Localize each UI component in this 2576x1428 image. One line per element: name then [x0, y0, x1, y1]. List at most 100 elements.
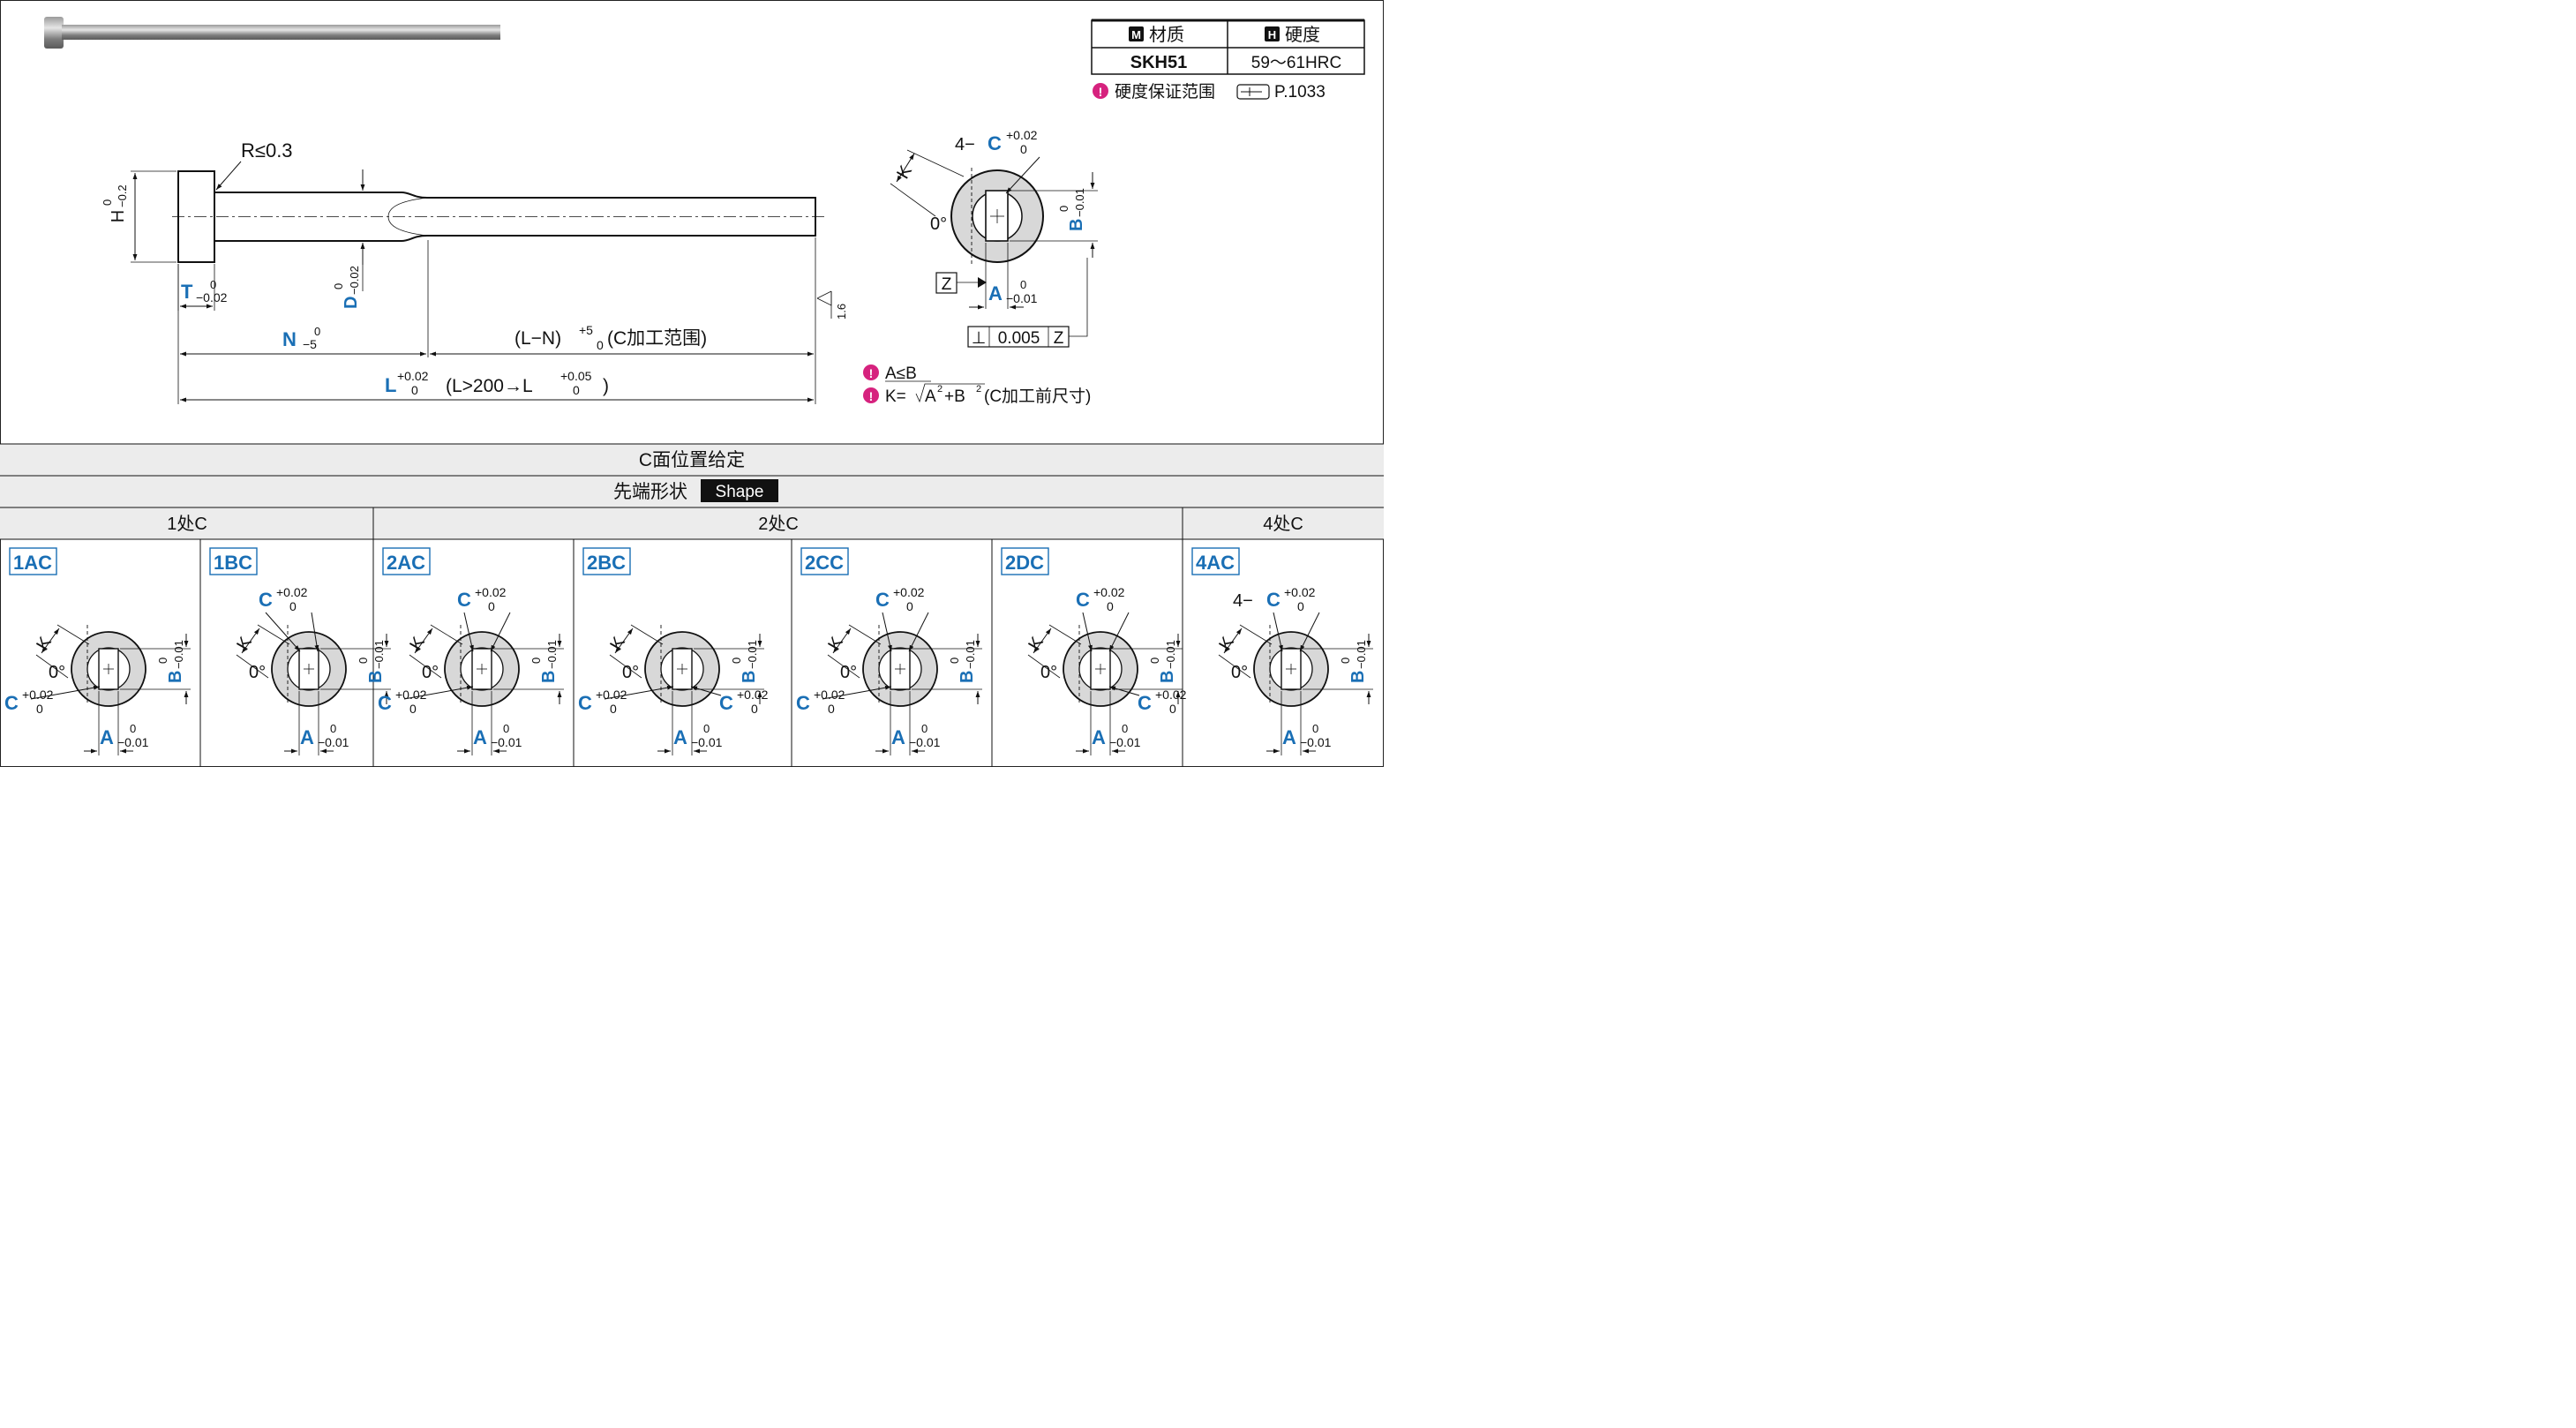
- shape-badge: Shape: [716, 483, 764, 501]
- b-tol-lower: −0.01: [1164, 640, 1177, 669]
- c-tol-upper: +0.02: [596, 688, 627, 702]
- b-label: B: [1348, 671, 1368, 683]
- t-tol-lower: −0.02: [196, 290, 228, 304]
- product-photo: [44, 17, 500, 49]
- b-label: B: [366, 671, 386, 683]
- c-label: C: [259, 589, 273, 611]
- n-tol-lower: −5: [303, 337, 317, 351]
- spec-table: M 材质 H 硬度 SKH51 59～61HRC: [1091, 19, 1365, 75]
- side-view-drawing: R≤0.3 H 0 −0.2 T 0 −0.02 D 0 −0.02: [101, 139, 848, 404]
- l-tol-lower: 0: [411, 383, 418, 397]
- c-tol-upper: +0.02: [737, 688, 769, 702]
- c-tol-upper: +0.02: [22, 688, 54, 702]
- b-tol-lower: −0.01: [545, 640, 559, 669]
- note-a-le-b: A≤B: [885, 365, 917, 383]
- a-tol-upper: 0: [130, 722, 136, 735]
- shape-code-label: 2CC: [805, 552, 844, 574]
- b-tol-lower: −0.01: [372, 640, 386, 669]
- a-tol-upper: 0: [703, 722, 710, 735]
- note-k-a-sup: 2: [937, 384, 943, 395]
- c-label: C: [988, 132, 1002, 154]
- page-frame: [0, 0, 1384, 767]
- ln-label: (L−N): [514, 328, 561, 349]
- c-tol-lower: 0: [906, 599, 913, 613]
- perpendicular-icon: ⊥: [972, 329, 987, 348]
- c-tol-lower: 0: [36, 702, 43, 716]
- shape-code-label: 2DC: [1005, 552, 1044, 574]
- technical-drawing: M 材质 H 硬度 SKH51 59～61HRC ! 硬度保证范围 P.1033…: [0, 0, 1384, 767]
- note-k-b: +B: [944, 387, 965, 406]
- c-tol-lower: 0: [828, 702, 835, 716]
- a-label: A: [300, 726, 314, 748]
- d-tol-upper: 0: [332, 283, 345, 289]
- b-label: B: [1067, 219, 1086, 231]
- c-tol-upper: +0.02: [475, 585, 507, 599]
- c-tol-lower: 0: [488, 599, 495, 613]
- a-tol-lower: −0.01: [1006, 291, 1038, 305]
- c-prefix: 4−: [1233, 591, 1253, 611]
- l-label: L: [385, 374, 396, 396]
- roughness-symbol: 1.6: [816, 290, 848, 319]
- c-label: C: [578, 692, 592, 714]
- b-tol-lower: −0.01: [746, 640, 759, 669]
- a-tol-lower: −0.01: [117, 735, 149, 749]
- datum-label: Z: [942, 275, 952, 294]
- shape-code-label: 1BC: [214, 552, 252, 574]
- l-note-tol-lower: 0: [573, 383, 580, 397]
- c-label: C: [1266, 589, 1280, 611]
- roughness-value: 1.6: [835, 304, 848, 319]
- material-badge-icon: [1129, 26, 1144, 41]
- k-label: K: [1025, 633, 1048, 653]
- c-tol-upper: +0.02: [893, 585, 925, 599]
- material-badge: M: [1131, 28, 1141, 41]
- sqrt-icon: [915, 383, 985, 403]
- shape-code-label: 4AC: [1196, 552, 1235, 574]
- h-tol-upper: 0: [101, 199, 114, 206]
- b-tol-upper: 0: [529, 658, 543, 664]
- c-tol-lower: 0: [409, 702, 417, 716]
- zero-angle-label: 0°: [1040, 663, 1057, 682]
- ln-note: (C加工范围): [607, 328, 707, 349]
- k-label: K: [33, 633, 56, 653]
- b-tol-lower: −0.01: [964, 640, 977, 669]
- b-tol-lower: −0.01: [1073, 188, 1086, 217]
- ln-tol-upper: +5: [579, 323, 593, 337]
- radius-label: R≤0.3: [241, 139, 293, 162]
- perp-value: 0.005: [998, 329, 1040, 348]
- a-tol-upper: 0: [1312, 722, 1318, 735]
- zero-angle-label: 0°: [249, 663, 266, 682]
- k-label: K: [233, 633, 256, 653]
- c-label: C: [1138, 692, 1152, 714]
- b-label: B: [166, 671, 185, 683]
- material-header: 材质: [1149, 25, 1184, 45]
- zero-angle-label: 0°: [1231, 663, 1248, 682]
- warning-icon: [863, 365, 879, 380]
- c-tol-lower: 0: [610, 702, 617, 716]
- a-tol-lower: −0.01: [909, 735, 941, 749]
- b-tol-upper: 0: [357, 658, 370, 664]
- svg-text:!: !: [869, 366, 874, 380]
- c-label: C: [4, 692, 19, 714]
- c-label: C: [1076, 589, 1090, 611]
- perp-datum: Z: [1054, 329, 1064, 348]
- c-label: C: [719, 692, 733, 714]
- b-tol-lower: −0.01: [1355, 640, 1368, 669]
- l-note-tol-upper: +0.05: [560, 369, 592, 383]
- a-label: A: [100, 726, 114, 748]
- c-tol-upper: +0.02: [814, 688, 845, 702]
- a-label: A: [473, 726, 487, 748]
- t-tol-upper: 0: [210, 278, 216, 291]
- a-tol-lower: −0.01: [1300, 735, 1332, 749]
- c-tol-upper: +0.02: [395, 688, 427, 702]
- k-label: K: [606, 633, 629, 653]
- k-label: K: [406, 633, 429, 653]
- b-tol-upper: 0: [1057, 206, 1070, 212]
- note-text: 硬度保证范围: [1115, 82, 1215, 101]
- catalog-page: M 材质 H 硬度 SKH51 59～61HRC ! 硬度保证范围 P.1033…: [0, 0, 1384, 767]
- c-tol-upper: +0.02: [1155, 688, 1187, 702]
